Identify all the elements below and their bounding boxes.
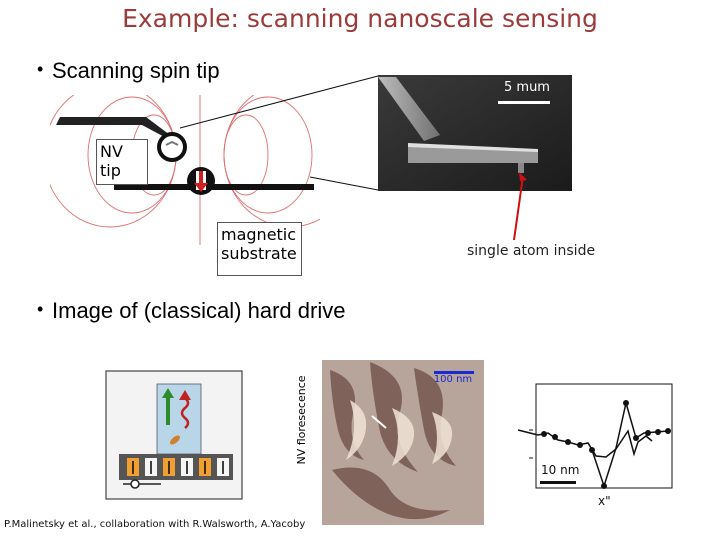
single-atom-caption: single atom inside [467,243,596,259]
nv-tip-label: NV tip [96,139,148,185]
sem-scale-label: 5 mum [504,80,550,95]
substrate-bar [114,184,314,190]
cantilever-arm [56,117,172,141]
probe-tip [156,383,202,455]
slide-title: Example: scanning nanoscale sensing [122,4,598,33]
hard-drive-image [322,360,484,525]
magnetic-substrate-label: magnetic substrate [217,222,302,276]
setup-schematic [105,370,243,500]
bullet-text: Scanning spin tip [52,58,220,83]
citation-text: P.Malinetsky et al., collaboration with … [4,519,306,530]
hd-scale-bar [434,371,474,374]
bullet-dot: • [37,299,44,319]
line-plot [517,383,673,489]
bullet-text: Image of (classical) hard drive [52,298,346,323]
plot-scale-bar [540,481,576,484]
bullet-scanning-spin-tip: • Scanning spin tip [37,58,220,84]
sem-scale-bar [498,101,550,104]
hd-scale-label: 100 nm [433,374,473,385]
sem-image [378,75,572,191]
plot-scale-label: 10 nm [541,463,580,477]
nv-fluorescence-axis-label: NV floresecence [295,375,308,465]
down-arrow-icon [194,183,208,192]
bullet-dot: • [37,59,44,79]
red-wave-arrow-icon [179,390,191,400]
bullet-hard-drive: • Image of (classical) hard drive [37,298,345,324]
nv-tip-sphere [157,132,187,162]
atom-pointer-arrow [513,172,527,241]
green-arrow-icon [162,388,174,398]
plot-x-axis-label: x" [598,494,611,508]
